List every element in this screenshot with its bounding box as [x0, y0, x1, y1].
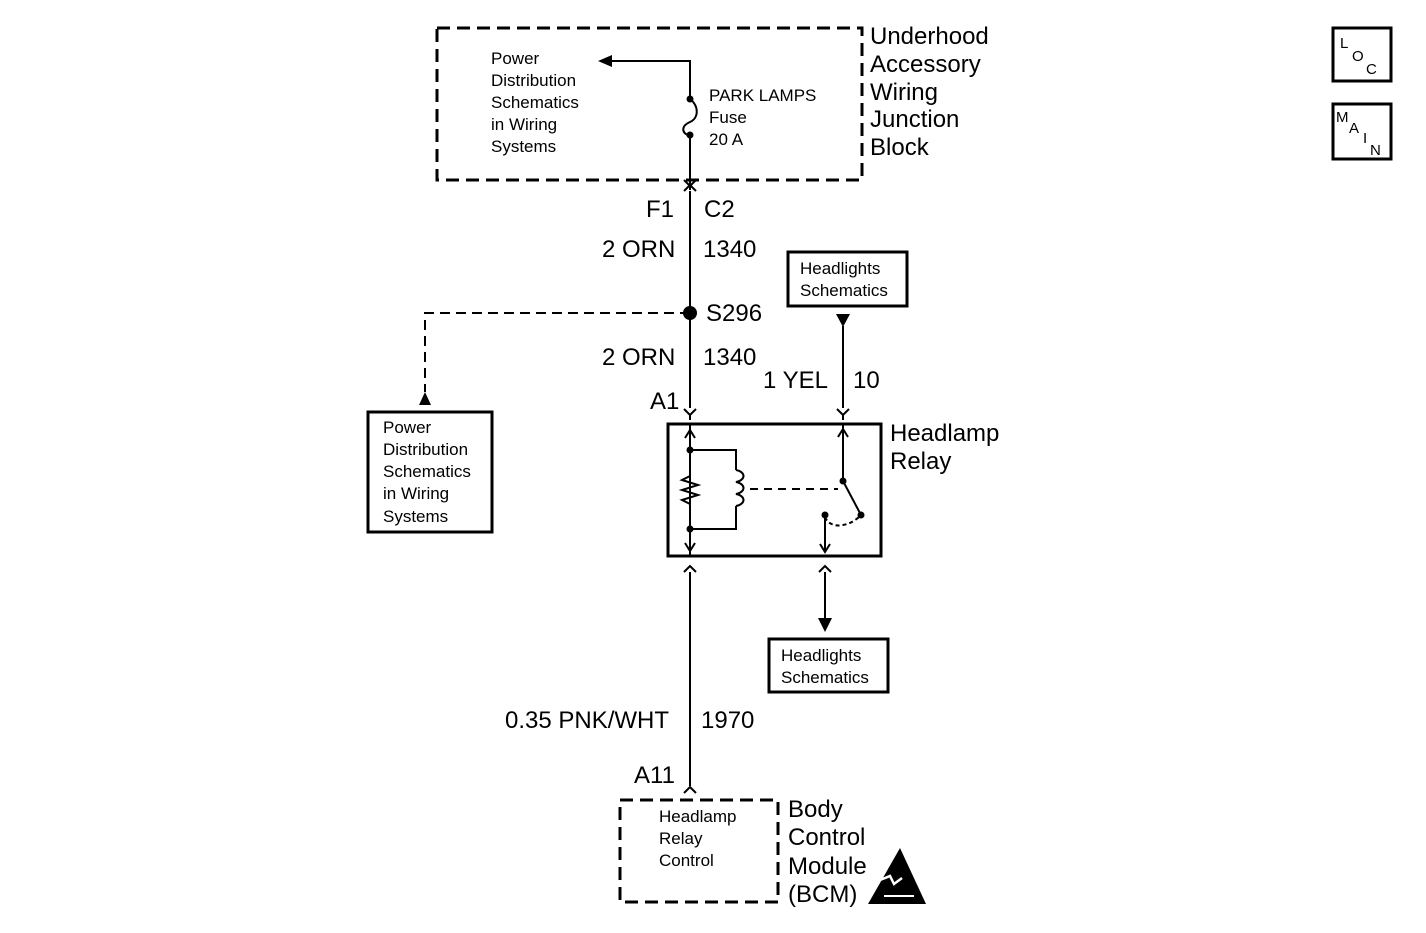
bcm-inner-line-3: Control	[659, 851, 714, 870]
switch-contact-nc	[857, 511, 865, 519]
headlamp-relay: Headlamp Relay	[666, 420, 999, 558]
headlights-bottom-line-2: Schematics	[781, 668, 869, 687]
main-wire	[683, 179, 697, 794]
relay-label-line-1: Headlamp	[890, 420, 999, 447]
bcm-title-line-1: Body	[788, 796, 843, 823]
loc-letter-1: L	[1340, 35, 1348, 52]
wire-bottom-color: 0.35 PNK/WHT	[505, 707, 669, 734]
wire-mid-circuit: 1340	[703, 344, 756, 371]
loc-icon-frame[interactable]	[1331, 26, 1393, 83]
fuse-label-line-2: Fuse	[709, 108, 747, 127]
main-letter-4: N	[1370, 142, 1381, 159]
relay-node-2	[686, 525, 694, 533]
main-letter-1: M	[1336, 109, 1349, 126]
main-letter-2: A	[1349, 120, 1359, 137]
fuse-terminal-top	[686, 95, 694, 103]
jb-pds-line-3: Schematics	[491, 93, 579, 112]
pds-branch-wire	[424, 312, 690, 392]
headlights-bottom-arrow	[818, 618, 832, 632]
pds-box-line-4: in Wiring	[383, 484, 449, 503]
pds-box-line-5: Systems	[383, 507, 448, 526]
headlights-schematics-top: Headlights Schematics	[786, 250, 909, 308]
yel-wire	[836, 326, 850, 420]
pds-box-line-3: Schematics	[383, 462, 471, 481]
loc-letter-2: O	[1352, 48, 1364, 65]
wire-top-color: 2 ORN	[602, 236, 675, 263]
connector-c2: C2	[704, 196, 735, 223]
fuse-terminal-bottom	[686, 131, 694, 139]
pds-box-line-2: Distribution	[383, 440, 468, 459]
fuse-label-line-1: PARK LAMPS	[709, 86, 816, 105]
wire-yel-circuit: 10	[853, 367, 880, 394]
headlights-top-line-1: Headlights	[800, 259, 880, 278]
bcm-inner-line-2: Relay	[659, 829, 703, 848]
connector-f1: F1	[646, 196, 674, 223]
bcm: Headlamp Relay Control Body Control Modu…	[618, 796, 867, 908]
jb-title-line-4: Junction	[870, 106, 959, 133]
pds-box-outline	[366, 410, 494, 534]
jb-title-line-5: Block	[870, 134, 930, 161]
pds-branch-arrow	[419, 392, 431, 405]
main-icon[interactable]: M A I N	[1331, 102, 1393, 161]
jb-pds-line-4: in Wiring	[491, 115, 557, 134]
pds-box: Power Distribution Schematics in Wiring …	[366, 410, 494, 534]
relay-node-1	[686, 446, 694, 454]
wire-bottom-circuit: 1970	[701, 707, 754, 734]
headlights-top-arrow	[836, 314, 850, 327]
fuse-label-line-3: 20 A	[709, 130, 744, 149]
esd-warning-icon	[868, 848, 926, 904]
switch-pivot	[839, 477, 847, 485]
wire-mid-color: 2 ORN	[602, 344, 675, 371]
relay-label-line-2: Relay	[890, 448, 951, 475]
switch-contact-no	[821, 511, 829, 519]
jb-title-line-3: Wiring	[870, 79, 938, 106]
junction-block-outline	[435, 26, 864, 182]
jb-pds-line-2: Distribution	[491, 71, 576, 90]
bcm-title-line-2: Control	[788, 824, 865, 851]
headlights-top-outline	[786, 250, 909, 308]
headlights-bottom-line-1: Headlights	[781, 646, 861, 665]
pds-box-line-1: Power	[383, 418, 432, 437]
loc-letter-3: C	[1366, 61, 1377, 78]
jb-title-line-1: Underhood	[870, 23, 989, 50]
relay-outline	[666, 422, 883, 558]
wire-yel-color: 1 YEL	[763, 367, 828, 394]
relay-output-wire	[818, 564, 832, 618]
main-icon-frame[interactable]	[1331, 102, 1393, 161]
relay-internals	[678, 424, 862, 556]
connector-a1: A1	[650, 388, 679, 415]
bcm-outline	[618, 798, 780, 904]
splice-label: S296	[706, 300, 762, 327]
jb-pds-line-5: Systems	[491, 137, 556, 156]
headlights-schematics-bottom: Headlights Schematics	[767, 637, 890, 694]
jb-pds-line-1: Power	[491, 49, 540, 68]
bcm-title-line-4: (BCM)	[788, 881, 857, 908]
jb-title-line-2: Accessory	[870, 51, 981, 78]
fuse-symbol	[598, 55, 698, 190]
junction-block: Power Distribution Schematics in Wiring …	[435, 23, 989, 182]
main-letter-3: I	[1363, 130, 1367, 147]
connector-a11: A11	[634, 762, 675, 789]
headlights-bottom-outline	[767, 637, 890, 694]
bcm-title-line-3: Module	[788, 853, 867, 880]
loc-icon[interactable]: L O C	[1331, 26, 1393, 83]
headlights-top-line-2: Schematics	[800, 281, 888, 300]
bcm-inner-line-1: Headlamp	[659, 807, 737, 826]
wire-top-circuit: 1340	[703, 236, 756, 263]
